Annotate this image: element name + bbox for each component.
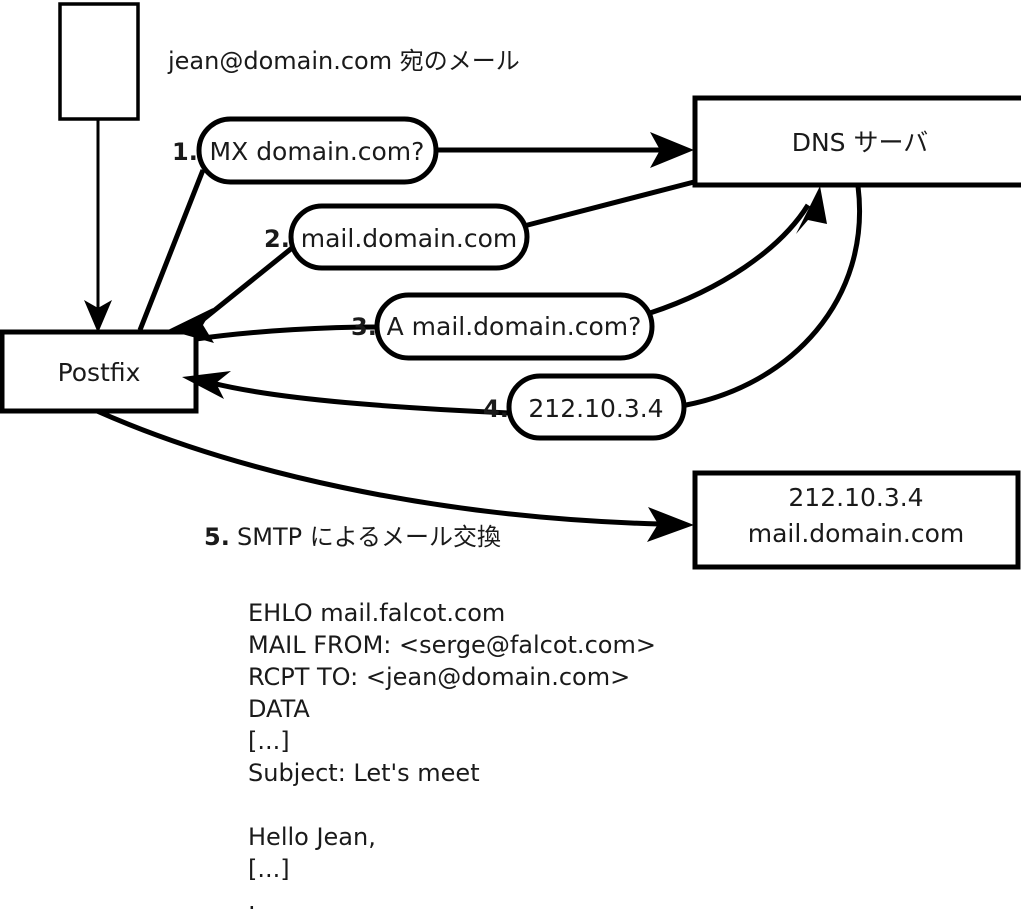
smtp-line-1: MAIL FROM: <serge@falcot.com> [248,631,656,659]
smtp-transcript: EHLO mail.falcot.com MAIL FROM: <serge@f… [248,599,656,915]
bubble-step2 [288,203,530,271]
arrow-step2-dns-to-postfix [168,179,695,343]
bubble-step4-label: 212.10.3.4 [528,394,663,423]
smtp-line-3: DATA [248,695,310,723]
arrow-step4-dns-to-postfix [182,185,862,416]
step-number-1: 1. [172,138,198,166]
arrow-step1-postfix-to-dns [137,132,694,331]
bubble-step3-label: A mail.domain.com? [387,312,642,341]
step-number-5: 5. [204,523,230,551]
bubble-step3 [374,292,655,361]
step-number-4: 4. [483,395,509,423]
arrow-sender-to-postfix [84,119,112,333]
dns-server-box [692,95,1021,188]
smtp-line-7: Hello Jean, [248,823,376,851]
mail-server-host: mail.domain.com [748,519,964,548]
smtp-line-5: Subject: Let's meet [248,759,480,787]
mail-server-box [692,470,1021,570]
smtp-line-8: [...] [248,855,290,883]
mail-server-ip: 212.10.3.4 [788,483,923,512]
smtp-line-0: EHLO mail.falcot.com [248,599,505,627]
header-note: jean@domain.com 宛のメール [167,47,520,75]
dns-server-label: DNS サーバ [792,128,929,157]
smtp-line-10: . [248,887,256,915]
step-number-3: 3. [351,313,377,341]
step5-caption: SMTP によるメール交換 [237,523,501,551]
bubble-step2-label: mail.domain.com [301,224,517,253]
bubble-step1 [196,116,439,185]
smtp-line-2: RCPT TO: <jean@domain.com> [248,663,630,691]
arrow-step5-postfix-to-mailserver [95,408,694,542]
step-number-2: 2. [264,225,290,253]
arrow-step3-postfix-to-dns [195,186,827,342]
smtp-line-4: [...] [248,727,290,755]
bubble-step1-label: MX domain.com? [210,137,425,166]
bubble-step4 [506,373,687,441]
sender-box [58,2,140,121]
postfix-label: Postfix [58,358,141,387]
